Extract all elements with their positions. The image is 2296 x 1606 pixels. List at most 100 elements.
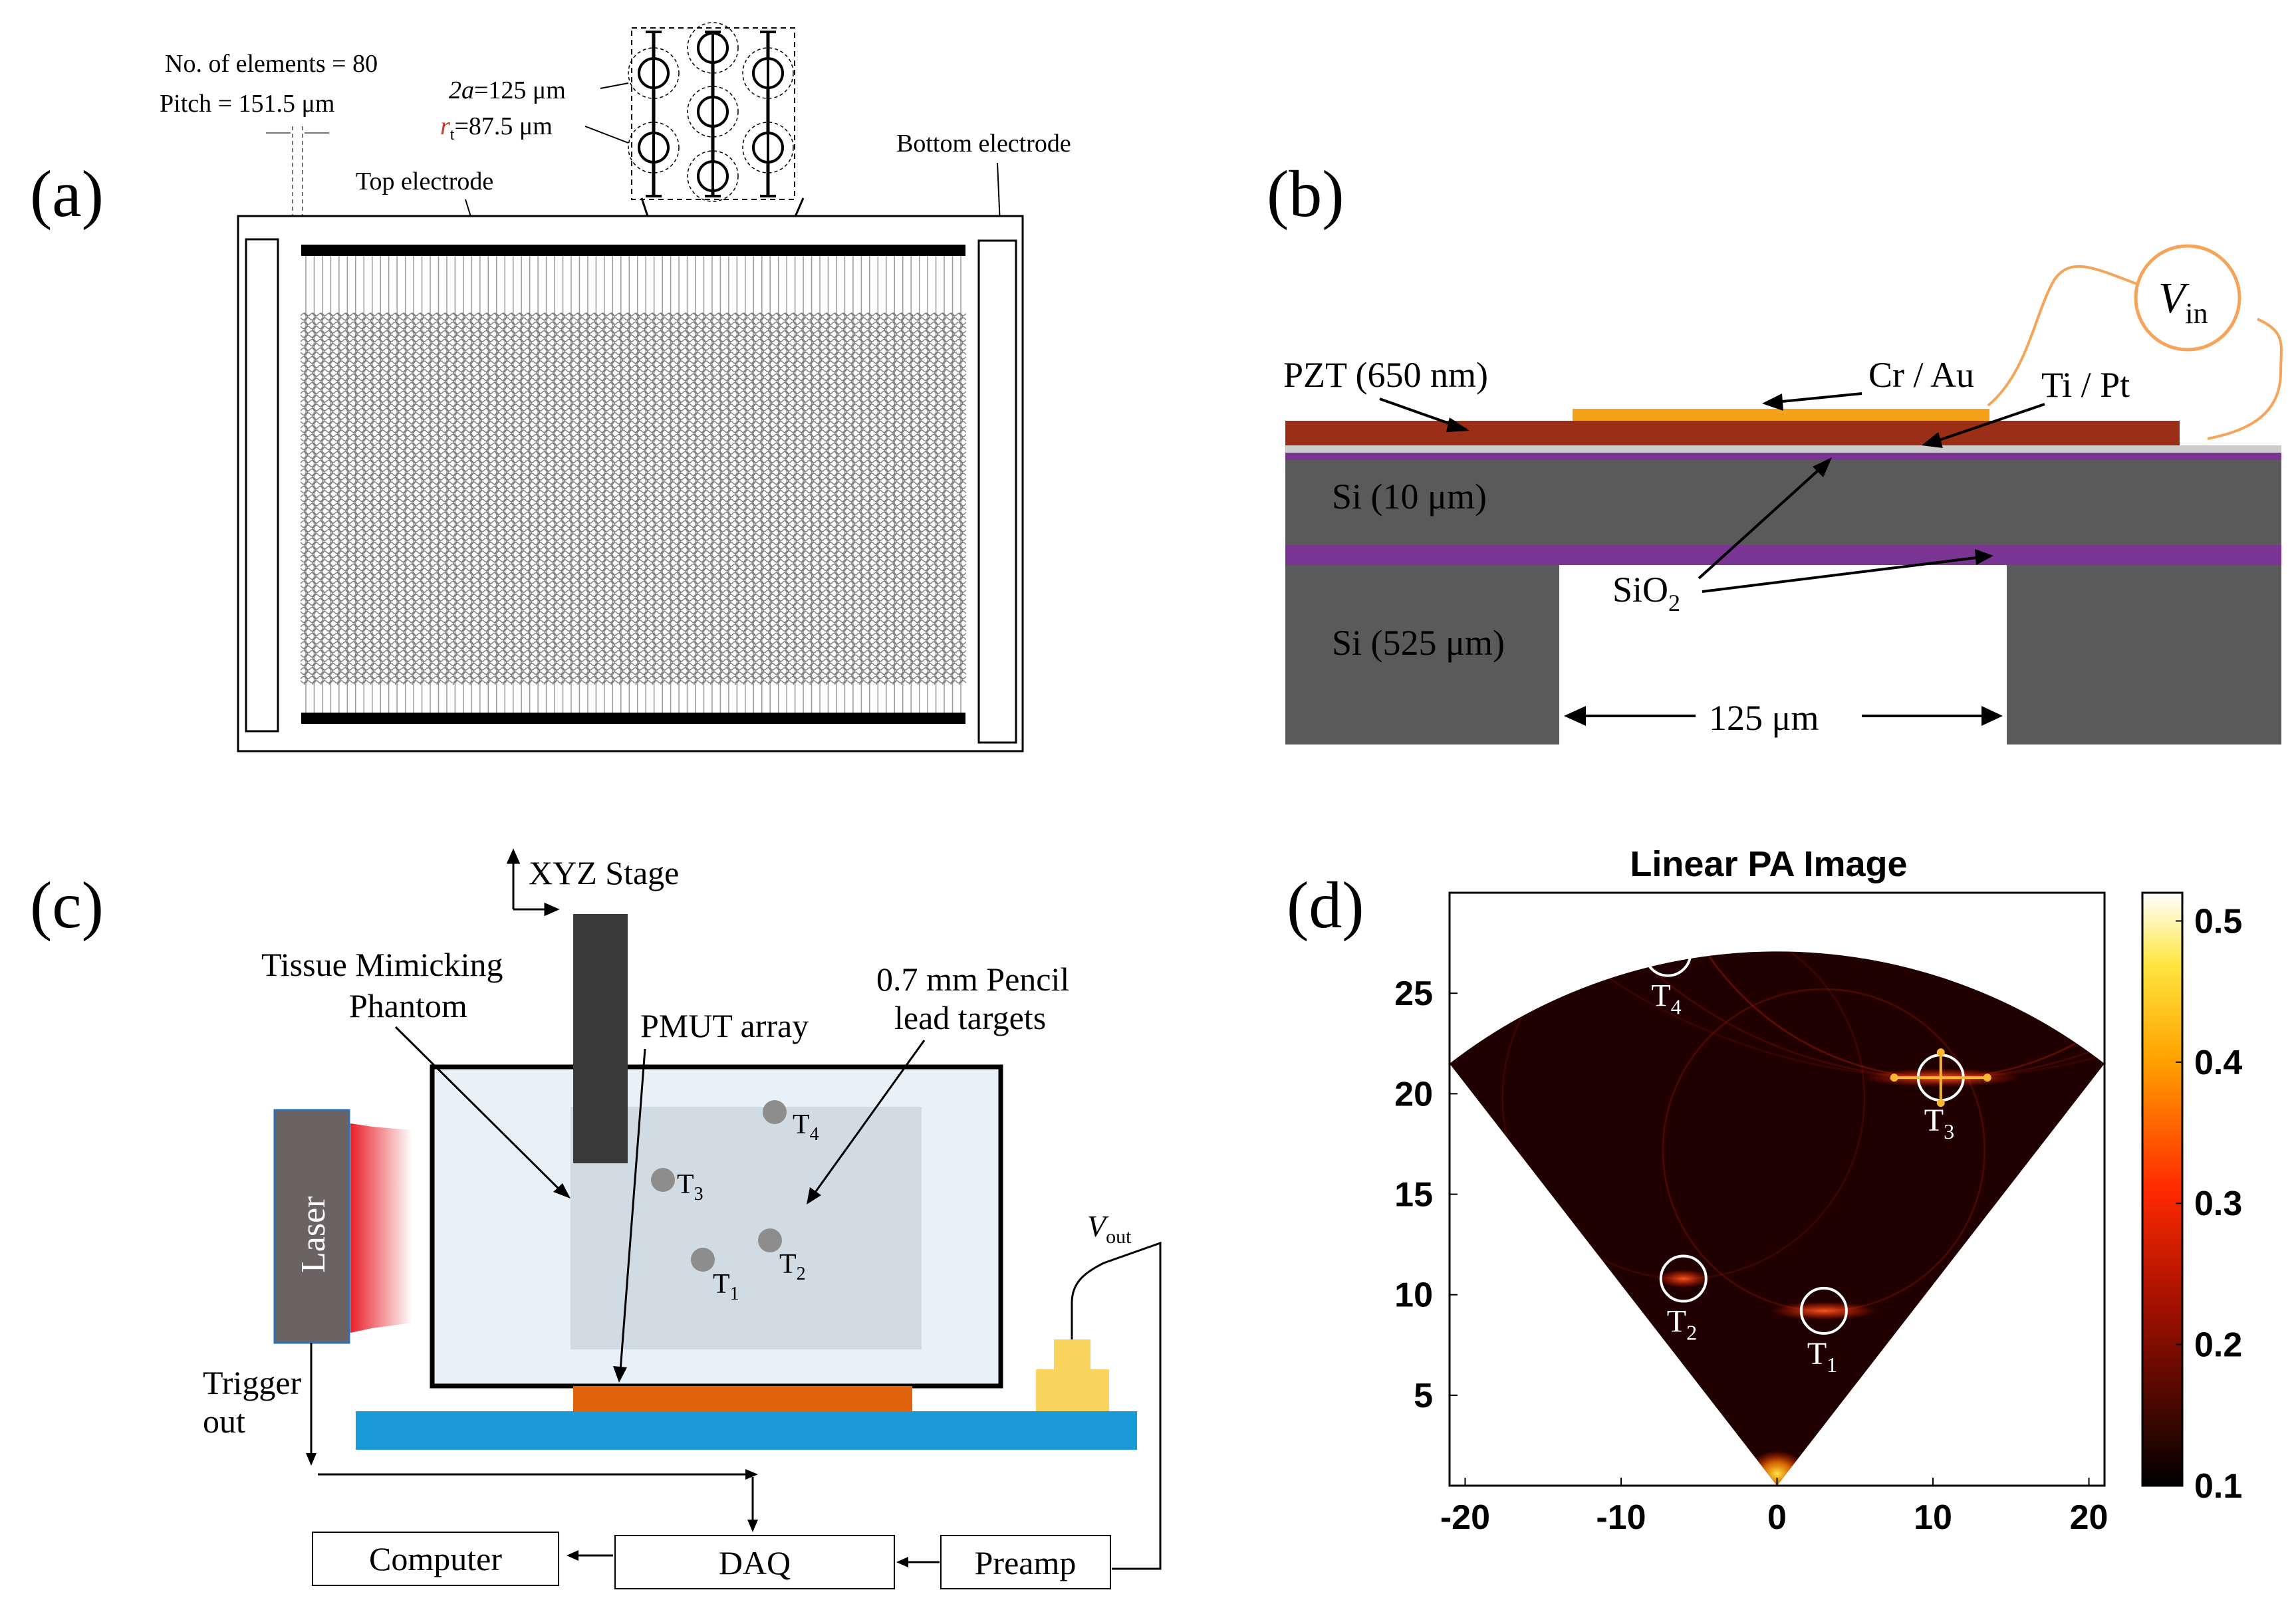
bottom-electrode-pad [790,713,800,724]
phantom-label-line1: Tissue Mimicking [261,946,503,983]
top-electrode-pad [732,245,742,256]
cr-au-label: Cr / Au [1868,355,1974,395]
bottom-electrode-pad [815,713,825,724]
bottom-electrode-pad [376,713,386,724]
inset-outer-radius [687,150,739,202]
cr-au-arrow [1775,392,1862,403]
bottom-electrode-pad [923,713,933,724]
top-electrode-pad [541,245,551,256]
bottom-electrode-pad [409,713,419,724]
pitch-marker [266,126,329,247]
elements-count-text: No. of elements = 80 [165,50,378,78]
target-t3 [651,1168,675,1192]
bottom-electrode-pad [582,713,592,724]
inset-outer-radius [742,47,794,99]
target-marker-t4 [1644,929,1692,977]
bottom-electrode-pad [707,713,717,724]
laser-label: Laser [295,1197,332,1273]
top-electrode-pad [409,245,419,256]
preamp-label: Preamp [975,1544,1077,1581]
bottom-electrode-pad [948,713,957,724]
bottom-electrode-pad [616,713,626,724]
phantom-block [571,1107,922,1349]
phantom-arrowhead [553,1183,571,1199]
xyz-axes-icon [506,848,560,917]
top-electrode-pad [699,245,709,256]
top-electrode-pad [782,245,792,256]
bottom-electrode-pad [491,713,501,724]
top-electrode-pad [574,245,584,256]
membrane-grid [301,312,966,685]
pencil-label-line1: 0.7 mm Pencil [876,961,1069,998]
bottom-electrode-pad [384,713,394,724]
laser-beam [350,1123,412,1333]
vin-wire-top [1987,265,2162,407]
top-electrode-pad [508,245,518,256]
bottom-electrode-pad [940,713,950,724]
bottom-electrode-pad [558,713,568,724]
bottom-electrode-pad [632,713,642,724]
ti-pt-label: Ti / Pt [2041,365,2130,405]
bottom-electrode-pad [890,713,900,724]
ti-pt-layer [1285,445,2281,453]
bottom-electrode-pad [740,713,750,724]
sio2-arrowhead-top [1813,457,1832,477]
bottom-electrode-pad [757,713,767,724]
bottom-electrode-pad [624,713,634,724]
top-electrode-pad [591,245,601,256]
top-electrode-pad [749,245,759,256]
target-marker-t2 [1659,1254,1708,1303]
y-tick-label: 25 [1394,975,1433,1013]
bottom-electrode-pad [649,713,659,724]
preamp-to-daq-arrowhead [896,1557,908,1567]
bottom-electrode-pad [483,713,493,724]
daq-box [614,1535,895,1589]
bottom-electrode-pad [591,713,601,724]
bottom-electrode-pad [691,713,701,724]
top-electrode-pad [350,245,360,256]
top-electrode-pad [641,245,651,256]
target-t3-label: T3 [677,1169,703,1204]
sio2-bottom [1285,545,2281,565]
sio2-arrow-bottom [1702,556,1982,593]
panel-c-label: (c) [30,868,104,942]
top-electrode-pad [475,245,485,256]
bottom-electrode-left [245,238,279,733]
si-525-left [1285,565,1559,745]
bottom-electrode-pad [906,713,916,724]
top-electrode-pad [550,245,560,256]
top-electrode-pad [831,245,841,256]
bottom-electrode-pad [417,713,427,724]
top-electrode-pad [707,245,717,256]
top-electrode-pad [616,245,626,256]
bottom-electrode-pad [873,713,883,724]
top-electrode-pad [723,245,733,256]
top-electrode-pad [450,245,460,256]
bottom-electrode-pad [334,713,344,724]
bottom-electrode-pad [350,713,360,724]
top-electrode-pad [608,245,618,256]
top-electrode-pad [864,245,874,256]
top-electrode-pad [931,245,941,256]
target-reflection [1656,1269,1710,1288]
ti-pt-arrow [1931,403,2045,444]
cr-au-electrode [1573,409,1989,421]
pmut-element-array [301,245,966,724]
top-electrode-pad [948,245,957,256]
bottom-electrode-pad [898,713,908,724]
sio2-arrowhead-bottom [1975,549,1993,565]
top-electrode-pad [467,245,477,256]
top-electrode-pad [940,245,950,256]
width-label: 125 μm [1709,698,1819,738]
top-electrode-pad [458,245,468,256]
laser-body [273,1109,350,1344]
panel-b: (b) Vin PZT (650 nm) Cr / Au Ti / Pt Si … [1267,157,2283,745]
top-electrode-pad [666,245,676,256]
target-t2 [758,1228,782,1252]
top-electrode-label: Top electrode [356,168,493,195]
trigger-label-line2: out [203,1403,245,1440]
top-electrode-pad [873,245,883,256]
bottom-electrode-pad [823,713,833,724]
top-electrode-pad [848,245,858,256]
